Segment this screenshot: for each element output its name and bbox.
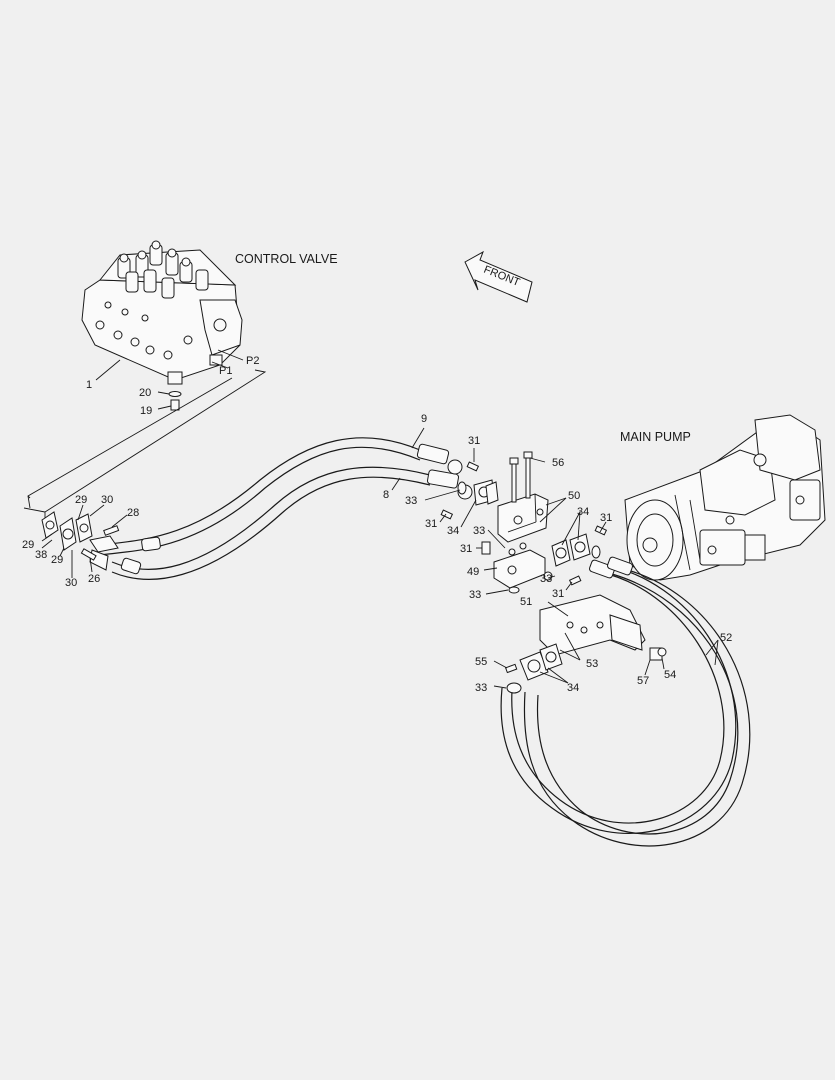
callout-53: 53	[586, 658, 598, 670]
bolts-56	[509, 451, 533, 503]
callout-30-top: 30	[101, 494, 113, 506]
callout-33-e: 33	[475, 682, 487, 694]
left-flange-group	[41, 504, 128, 578]
callout-31-b: 31	[425, 518, 437, 530]
leader-lines	[391, 427, 719, 689]
callout-31-top: 31	[468, 435, 480, 447]
callout-31-c: 31	[460, 543, 472, 555]
callout-38: 38	[35, 549, 47, 561]
callout-34-a: 34	[447, 525, 459, 537]
callout-49: 49	[467, 566, 479, 578]
flanges-53-34-lower	[504, 643, 563, 694]
callout-1: 1	[86, 379, 92, 391]
hose-8	[111, 466, 431, 580]
callout-56: 56	[552, 457, 564, 469]
callout-33-d: 33	[540, 573, 552, 585]
flanges-34-right	[543, 525, 608, 586]
spool-caps	[117, 240, 209, 299]
callout-50: 50	[568, 490, 580, 502]
callout-34-c: 34	[567, 682, 579, 694]
callout-54: 54	[664, 669, 676, 681]
front-arrow-icon: FRONT	[464, 250, 533, 303]
hose-end-fittings-left	[89, 535, 161, 575]
callout-9: 9	[421, 413, 427, 425]
callout-29-lower: 29	[51, 554, 63, 566]
callout-26: 26	[88, 573, 100, 585]
callout-30-lower: 30	[65, 577, 77, 589]
callout-33-c: 33	[469, 589, 481, 601]
callout-33-b: 33	[473, 525, 485, 537]
block-49	[481, 541, 546, 594]
callout-20: 20	[139, 387, 151, 399]
main-pump	[624, 414, 826, 581]
callout-34-b: 34	[577, 506, 589, 518]
callout-31-d: 31	[600, 512, 612, 524]
callout-8: 8	[383, 489, 389, 501]
port-p1-label: P1	[219, 365, 232, 377]
hose-9	[99, 437, 421, 556]
callout-28: 28	[127, 507, 139, 519]
callout-29-top: 29	[75, 494, 87, 506]
control-valve-title: CONTROL VALVE	[235, 252, 338, 266]
callout-33-a: 33	[405, 495, 417, 507]
callout-57: 57	[637, 675, 649, 687]
callout-55: 55	[475, 656, 487, 668]
hose-52	[500, 556, 751, 847]
flanges-manifold	[440, 461, 499, 520]
callout-29-left: 29	[22, 539, 34, 551]
callout-51: 51	[520, 596, 532, 608]
manifold-block-50	[497, 493, 549, 543]
valve-ports	[95, 301, 227, 360]
control-valve	[81, 240, 243, 385]
part-20-19-fitting	[157, 391, 182, 411]
callout-31-e: 31	[552, 588, 564, 600]
pressure-line-trace	[23, 369, 267, 518]
callout-19: 19	[140, 405, 152, 417]
main-pump-title: MAIN PUMP	[620, 430, 691, 444]
callout-52: 52	[720, 632, 732, 644]
bracket-51	[539, 594, 667, 661]
port-p2-label: P2	[246, 355, 259, 367]
